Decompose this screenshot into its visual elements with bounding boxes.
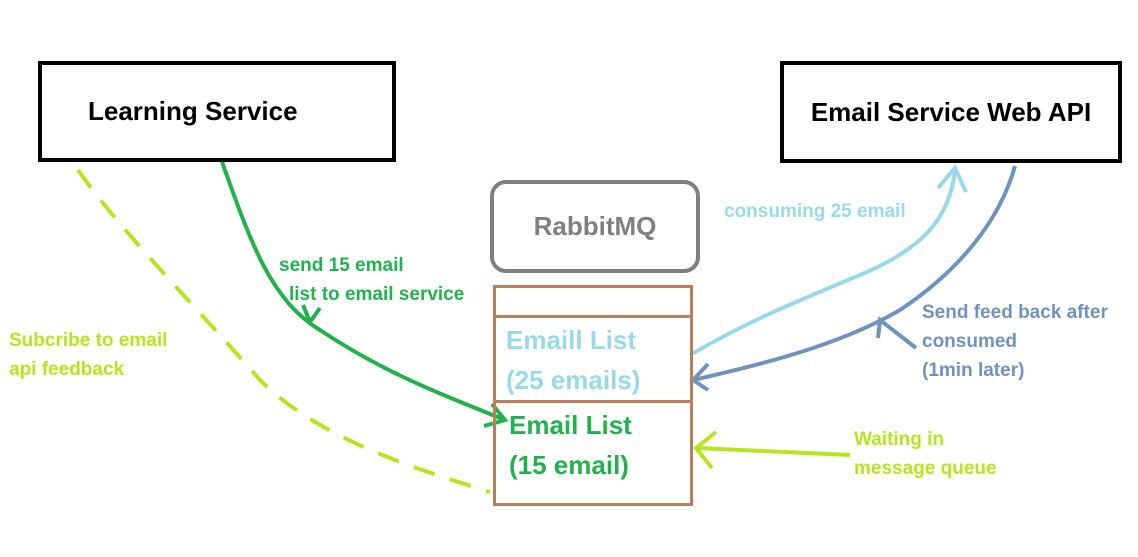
email-service-node: Email Service Web API <box>780 61 1122 163</box>
queue-item-25: Emaill List (25 emails) <box>506 320 640 400</box>
queue-item-15: Email List (15 email) <box>509 405 632 485</box>
subscribe-label-line2: api feedback <box>9 359 125 380</box>
waiting-arrow <box>697 446 851 457</box>
consuming-label: consuming 25 email <box>724 201 906 222</box>
send-label-line1: send 15 email <box>279 255 404 276</box>
waiting-label-line2: message queue <box>854 458 997 479</box>
feedback-arrow-head <box>689 316 918 392</box>
subscribe-label-line1: Subcribe to email <box>9 330 168 351</box>
learning-service-node: Learning Service <box>38 61 396 162</box>
consume-arrow-head <box>936 164 968 193</box>
waiting-label: Waiting in message queue <box>854 425 997 483</box>
message-queue: Emaill List (25 emails) Email List (15 e… <box>493 285 693 506</box>
feedback-label-line1: Send feed back after <box>922 302 1108 323</box>
learning-service-label: Learning Service <box>88 96 298 126</box>
subscribe-label: Subcribe to email api feedback <box>9 326 167 384</box>
queue-item-15-title: Email List <box>509 410 632 440</box>
queue-item-25-title: Emaill List <box>506 325 637 355</box>
queue-divider <box>496 315 690 318</box>
queue-item-25-count: (25 emails) <box>506 365 641 395</box>
rabbitmq-label: RabbitMQ <box>533 211 657 241</box>
queue-divider <box>496 400 690 403</box>
rabbitmq-node: RabbitMQ <box>490 180 700 273</box>
feedback-label: Send feed back after consumed (1min late… <box>922 298 1108 385</box>
feedback-arrow <box>692 165 1017 382</box>
send-label-line2: list to email service <box>289 284 465 305</box>
send-arrow-head <box>301 304 509 428</box>
email-service-label: Email Service Web API <box>810 96 1092 127</box>
waiting-arrow-head <box>693 430 718 470</box>
waiting-label-line1: Waiting in <box>854 429 945 450</box>
consume-arrow <box>688 169 957 357</box>
send-arrow <box>220 161 506 422</box>
feedback-label-line2: consumed <box>922 331 1018 352</box>
subscribe-dashed-line <box>76 168 491 494</box>
queue-item-15-count: (15 email) <box>509 450 629 480</box>
feedback-label-line3: (1min later) <box>922 360 1025 381</box>
send-label: send 15 email list to email service <box>279 251 464 309</box>
